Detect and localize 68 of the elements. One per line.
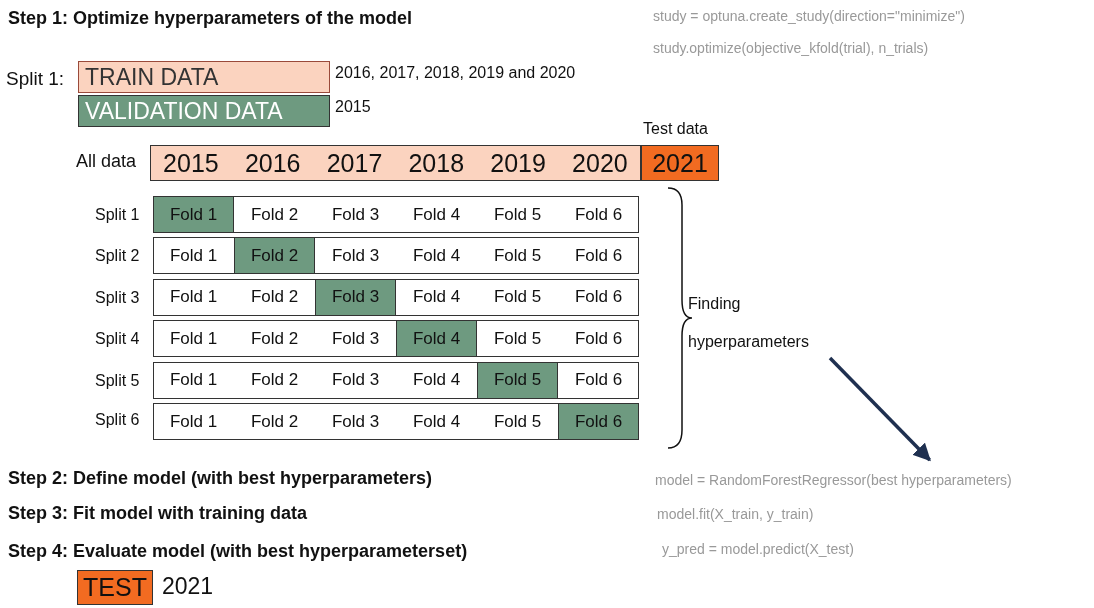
row-label: Split 4 [95,330,140,348]
code-line: model.fit(X_train, y_train) [657,506,814,522]
row-label: Split 5 [95,372,140,390]
row-label: Split 6 [95,411,140,429]
fold-cell: Fold 1 [153,361,234,399]
year-cell: 2021 [641,145,719,181]
data-bar: TRAIN DATA [78,61,330,93]
code-line: model = RandomForestRegressor(best hyperparameters) [655,468,1091,492]
data-bar: VALIDATION DATA [78,95,330,127]
fold-cell: Fold 6 [558,237,639,275]
year-cell: 2018 [395,145,478,181]
year-cell: 2016 [231,145,314,181]
fold-cell: Fold 6 [558,196,639,233]
fold-cell: Fold 5 [477,320,558,358]
row-label: Split 2 [95,247,140,265]
year-cell: 2019 [477,145,559,181]
year-cell: 2017 [313,145,396,181]
fold-cell: Fold 5 [477,237,558,275]
fold-cell: Fold 5 [477,278,558,316]
code-line: study.optimize(objective_kfold(trial), n_trials) [653,40,929,56]
fold-cell: Fold 1 [153,403,234,440]
side-note: 2015 [335,98,371,116]
fold-cell: Fold 5 [477,403,558,440]
fold-cell: Fold 3 [315,361,396,399]
fold-cell: Fold 5 [477,361,558,399]
fold-cell: Fold 1 [153,278,234,316]
step-heading: Step 2: Define model (with best hyperparameters) [8,468,433,489]
fold-cell: Fold 2 [234,403,315,440]
code-line: y_pred = model.predict(X_test) [662,541,854,557]
fold-cell: Fold 1 [153,196,234,233]
fold-cell: Fold 3 [315,196,396,233]
fold-cell: Fold 4 [396,278,477,316]
fold-cell: Fold 1 [153,320,234,358]
row-label: Split 3 [95,289,140,307]
fold-cell: Fold 5 [477,196,558,233]
code-line: study = optuna.create_study(direction="minimize") [653,8,965,24]
row-label: Split 1: [6,68,65,90]
fold-cell: Fold 2 [234,320,315,358]
fold-cell: Fold 1 [153,237,234,275]
fold-cell: Fold 4 [396,320,477,358]
fold-cell: Fold 3 [315,237,396,275]
fold-cell: Fold 4 [396,361,477,399]
fold-cell: Fold 6 [558,320,639,358]
fold-cell: Fold 6 [558,403,639,440]
fold-cell: Fold 3 [315,278,396,316]
fold-cell: Fold 6 [558,278,639,316]
year-cell: 2015 [150,145,232,181]
step-heading: Step 4: Evaluate model (with best hyperparameterset) [8,541,468,562]
fold-cell: Fold 2 [234,278,315,316]
step-heading: Step 3: Fit model with training data [8,503,307,524]
fold-cell: Fold 3 [315,320,396,358]
side-note: Test data [643,120,708,138]
side-note: 2021 [162,573,214,600]
fold-cell: Fold 2 [234,237,315,275]
fold-cell: Fold 2 [234,361,315,399]
row-label: All data [76,151,137,172]
fold-cell: Fold 3 [315,403,396,440]
fold-cell: Fold 4 [396,196,477,233]
side-note: 2016, 2017, 2018, 2019 and 2020 [335,64,576,82]
fold-cell: Fold 4 [396,403,477,440]
step-heading: Step 1: Optimize hyperparameters of the model [8,8,413,29]
fold-cell: Fold 2 [234,196,315,233]
fold-cell: Fold 4 [396,237,477,275]
annotation-text: Finding hyperparameters [688,288,838,358]
arrow [828,356,931,462]
year-cell: 2020 [559,145,641,181]
fold-cell: Fold 6 [558,361,639,399]
data-bar: TEST [77,570,153,605]
